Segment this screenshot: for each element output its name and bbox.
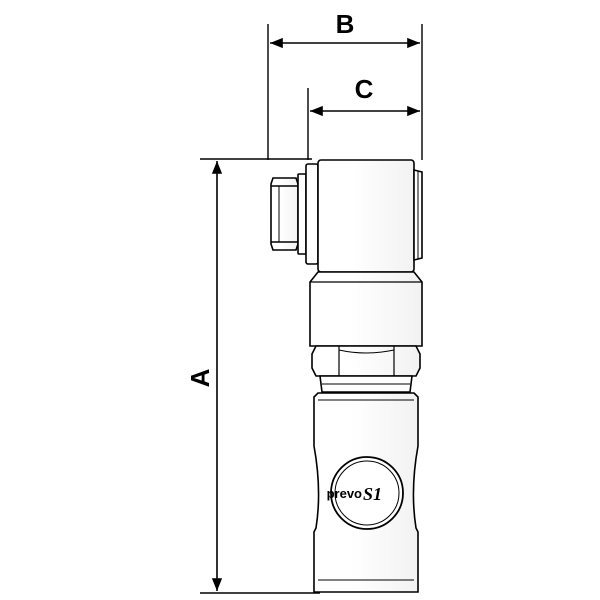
prevost-logo [330, 456, 404, 530]
dimension-b: B [267, 9, 423, 160]
dimension-b-label: B [336, 9, 355, 39]
logo-lettering: prevo S1 [327, 484, 382, 504]
threaded-nipple [270, 163, 319, 265]
hex-nut [311, 345, 421, 377]
dimension-c: C [307, 74, 420, 160]
logo-text: prevo [327, 486, 362, 501]
neck-cylinder [309, 271, 423, 347]
dimension-a-label: A [185, 368, 215, 387]
dimension-a: A [185, 158, 320, 594]
elbow-body [317, 159, 423, 273]
logo-mark: S1 [363, 484, 382, 504]
coupling-part [270, 159, 423, 593]
swivel-collar [319, 375, 413, 393]
dimension-c-label: C [355, 74, 374, 104]
